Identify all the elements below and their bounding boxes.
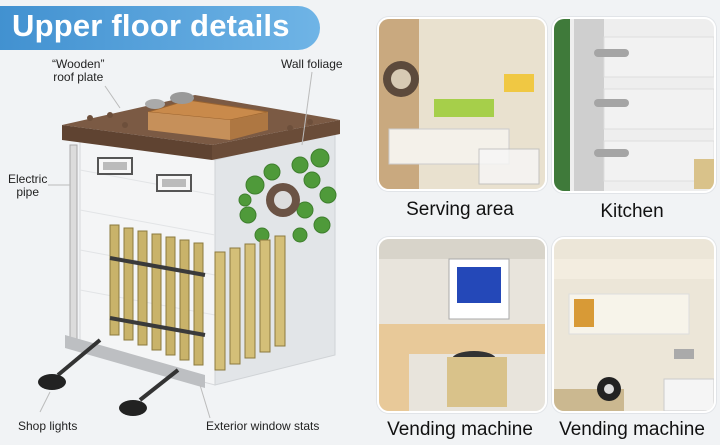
caption-vending-machine-1: Vending machine xyxy=(387,419,533,440)
callout-window-slats: Exterior window stats xyxy=(206,419,320,433)
photo-vending-machine-1 xyxy=(377,237,547,413)
title-banner xyxy=(0,6,320,50)
photo-kitchen xyxy=(552,17,716,193)
callout-wall-foliage: Wall foliage xyxy=(281,57,343,71)
caption-kitchen: Kitchen xyxy=(600,201,664,222)
callout-shop-lights: Shop lights xyxy=(18,419,78,433)
caption-vending-machine-2: Vending machine xyxy=(559,419,705,440)
caption-serving-area: Serving area xyxy=(406,199,514,220)
page-title: Upper floor details xyxy=(12,8,290,43)
callout-electric-pipe: Electric pipe xyxy=(8,172,48,199)
callout-roof-plate: “Wooden” roof plate xyxy=(52,57,105,84)
photo-serving-area xyxy=(377,17,547,191)
photo-vending-machine-2 xyxy=(552,237,716,413)
building-model-illustration xyxy=(38,71,340,419)
